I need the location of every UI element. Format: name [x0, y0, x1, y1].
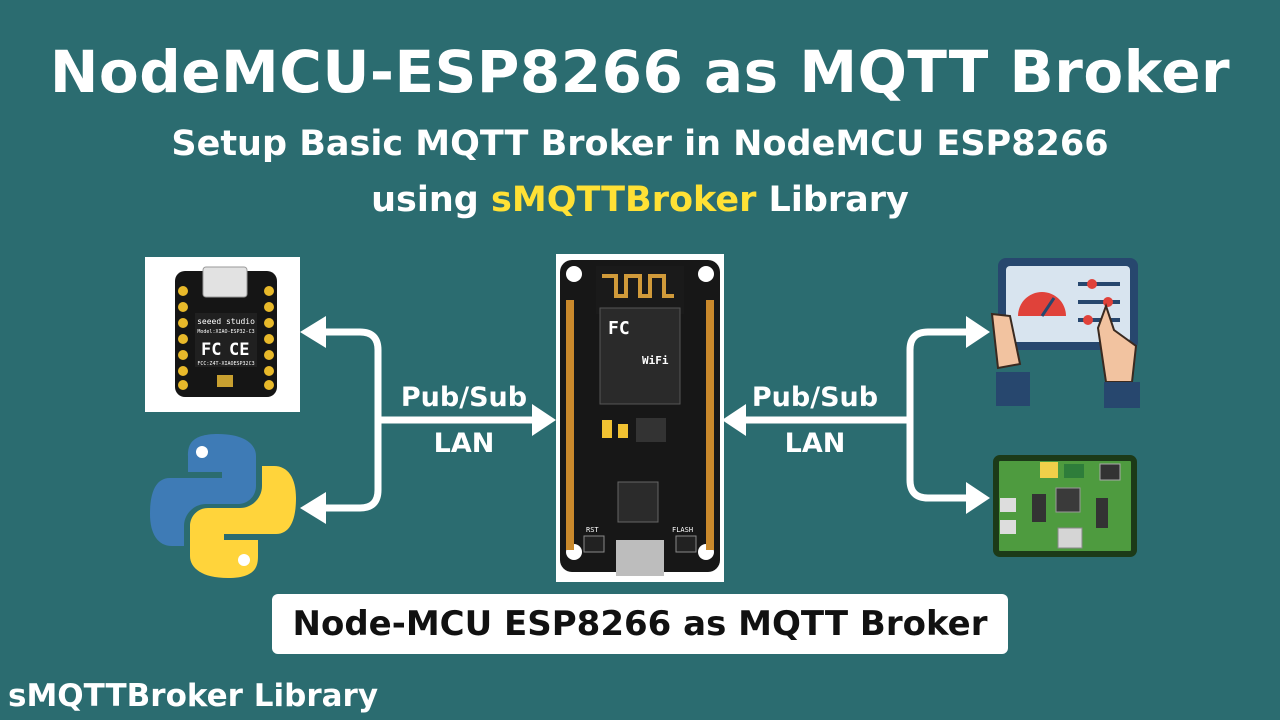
rst-button [583, 535, 605, 553]
xiao-antenna-pad [217, 375, 233, 387]
nodemcu-header-pins [566, 300, 714, 550]
voltage-regulator [636, 418, 666, 442]
left-network-label: LAN [433, 428, 495, 459]
xiao-fcc-mark: FC [201, 340, 221, 360]
nodemcu-board-image: FC WiFi RST FLASH [560, 260, 720, 576]
circuit-board-icon [993, 455, 1137, 557]
right-sleeve [1104, 382, 1140, 408]
xiao-ce-mark: CE [229, 340, 249, 360]
microcontroller-chip [1055, 487, 1081, 513]
jumper-block [1040, 462, 1058, 478]
wifi-antenna-trace [602, 274, 674, 298]
right-protocol-label: Pub/Sub [751, 382, 879, 413]
subtitle-prefix: using [371, 180, 492, 220]
board-caption: Node-MCU ESP8266 as MQTT Broker [272, 594, 1008, 654]
left-hand [990, 312, 1022, 370]
nodemcu-esp8266-board: FC WiFi RST FLASH [556, 254, 724, 582]
right-network-label: LAN [784, 428, 846, 459]
rst-label: RST [586, 526, 599, 534]
micro-usb-port [616, 540, 664, 576]
dashboard-tablet-icon [990, 258, 1140, 408]
flash-label: FLASH [672, 526, 693, 534]
xiao-esp32c3-board: seeed studio Model:XIAO-ESP32-C3 FC CE F… [145, 257, 300, 412]
cp2102-chip [617, 481, 659, 523]
subtitle-line-1: Setup Basic MQTT Broker in NodeMCU ESP82… [171, 124, 1109, 164]
usb-c-port [202, 266, 248, 298]
nodemcu-wifi-mark: WiFi [642, 354, 669, 367]
status-led-yellow [602, 420, 612, 438]
footer-label: sMQTTBroker Library [8, 678, 379, 714]
left-protocol-label: Pub/Sub [400, 382, 528, 413]
xiao-castellated-pads [178, 286, 274, 390]
xiao-fcc-id: FCC:Z4T-XIAOESP32C3 [197, 361, 254, 367]
library-name-highlight: sMQTTBroker [491, 180, 757, 220]
subtitle-line-2: using sMQTTBroker Library [0, 180, 1280, 220]
left-sleeve [996, 372, 1030, 406]
python-logo-icon [150, 434, 296, 578]
xiao-brand: seeed studio [197, 317, 255, 326]
subtitle-suffix: Library [756, 180, 909, 220]
nodemcu-fcc-mark: FC [608, 318, 630, 339]
xiao-model: Model:XIAO-ESP32-C3 [197, 329, 254, 335]
usb-connector [1057, 527, 1083, 549]
flash-button [675, 535, 697, 553]
xiao-board-image: seeed studio Model:XIAO-ESP32-C3 FC CE F… [175, 266, 277, 397]
page-title: NodeMCU-ESP8266 as MQTT Broker [49, 38, 1231, 106]
